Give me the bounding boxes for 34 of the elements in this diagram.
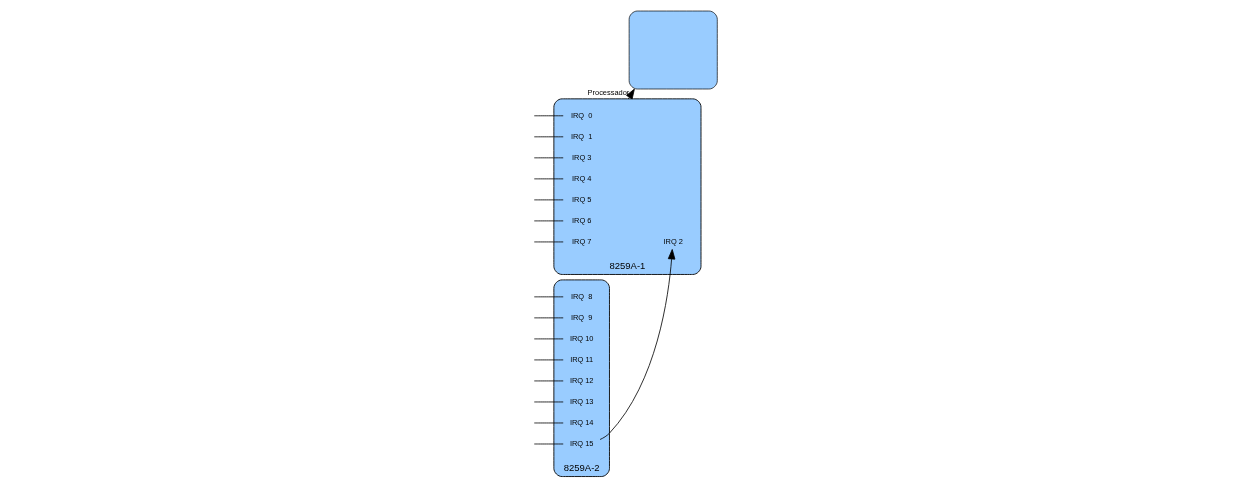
node-label: Processador <box>587 87 629 97</box>
connector <box>533 136 564 138</box>
node-text: IRQ 8 <box>570 291 592 301</box>
node-text: IRQ 4 <box>571 173 591 183</box>
connector <box>533 241 564 243</box>
connector <box>533 199 564 201</box>
node-text: IRQ 3 <box>571 152 591 162</box>
node-text: IRQ 5 <box>571 194 591 204</box>
node-text: IRQ 14 <box>569 417 593 427</box>
connector <box>533 401 564 403</box>
node-text: IRQ 10 <box>569 333 593 343</box>
node-text: IRQ 12 <box>569 375 593 385</box>
connector <box>533 157 564 159</box>
arrow <box>625 88 635 100</box>
connector <box>533 422 564 424</box>
node-text: IRQ 6 <box>571 215 591 225</box>
connector <box>533 115 564 117</box>
connector <box>533 220 564 222</box>
node-text: IRQ 2 <box>662 236 683 246</box>
node-text: IRQ 0 <box>570 110 592 120</box>
connector <box>533 178 564 180</box>
node-text: IRQ 15 <box>569 438 593 448</box>
node-text: IRQ 1 <box>570 131 592 141</box>
connector <box>533 317 564 319</box>
connector <box>533 443 564 445</box>
node-text: IRQ 9 <box>570 312 592 322</box>
node-text: IRQ 7 <box>571 236 591 246</box>
connector <box>533 296 564 298</box>
node-text: IRQ 11 <box>569 354 593 364</box>
connector <box>533 380 564 382</box>
connector <box>533 338 564 340</box>
connector <box>533 359 564 361</box>
node-text: IRQ 13 <box>569 396 593 406</box>
node-box <box>628 10 718 90</box>
